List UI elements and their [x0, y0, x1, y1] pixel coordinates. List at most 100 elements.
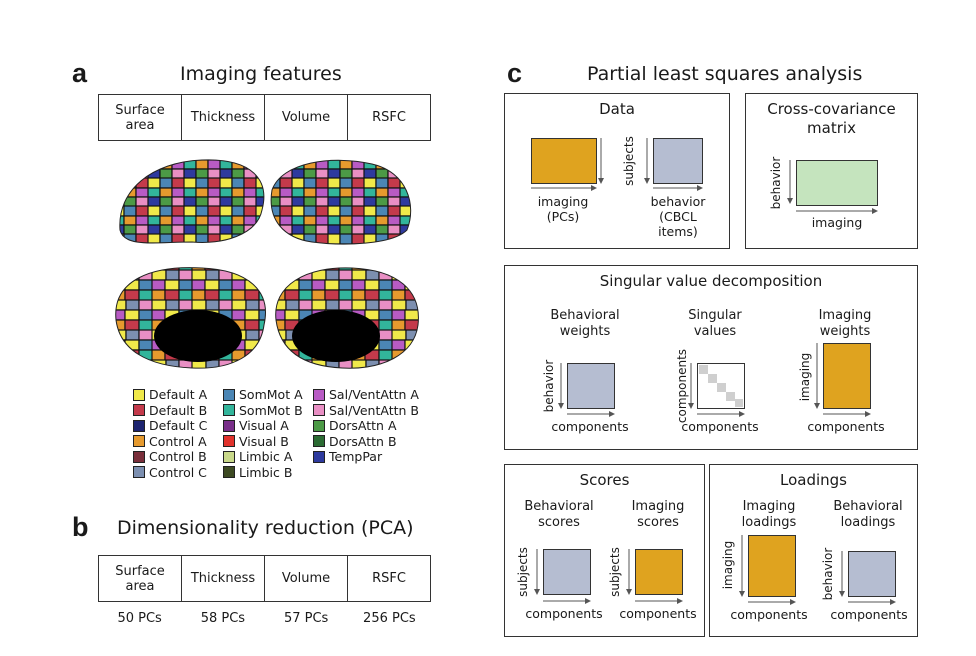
legend-label: SomMot A [239, 387, 303, 402]
imaging-loadings-matrix [748, 535, 796, 597]
panel-a-title: Imaging features [180, 63, 342, 85]
loadings-behavior-axis: behavior [821, 547, 835, 601]
imaging-scores-title: Imaging scores [631, 499, 685, 530]
legend-item: Visual A [223, 418, 289, 433]
panel-b-letter: b [72, 512, 89, 542]
legend-item: Sal/VentAttn B [313, 403, 419, 418]
legend-item: Sal/VentAttn A [313, 387, 419, 402]
legend-swatch [223, 435, 235, 447]
data-box-title: Data [599, 100, 635, 118]
loadings-components-label-1: components [730, 607, 808, 622]
pcs-thickness: 58 PCs [200, 611, 246, 626]
legend-item: Limbic B [223, 465, 292, 480]
data-box: Data subjects imaging (PCs) behavior (CB… [504, 93, 730, 249]
imaging-data-matrix [531, 138, 597, 184]
legend-item: Control B [133, 449, 207, 464]
legend-label: DorsAttn A [329, 418, 397, 433]
legend-swatch [133, 388, 145, 401]
behavior-data-matrix [653, 138, 703, 184]
svd-arrows [558, 343, 871, 417]
legend-swatch [133, 466, 145, 478]
panel-a-letter: a [72, 58, 88, 88]
brain-parcellation-image [115, 159, 419, 369]
legend-label: Control C [149, 464, 207, 480]
legend-swatch [223, 419, 235, 432]
singular-values-title: Singular values [688, 308, 742, 339]
cross-covariance-box: Cross-covariance matrix behavior imaging [745, 93, 918, 249]
legend-label: Limbic B [239, 464, 293, 480]
loadings-title: Loadings [780, 471, 847, 489]
scores-subjects-axis-1: subjects [516, 547, 530, 597]
pca-feature-surface-area: Surface area [99, 556, 182, 601]
scores-box: Scores Behavioral scores Imaging scores … [504, 464, 705, 637]
legend-swatch [313, 435, 325, 447]
imaging-pcs-label: imaging (PCs) [537, 194, 589, 224]
legend-label: Control A [149, 433, 207, 449]
legend-item: Default C [133, 418, 207, 433]
imaging-weights-title: Imaging weights [818, 308, 872, 339]
loadings-components-label-2: components [830, 607, 908, 622]
svd-behavior-axis: behavior [542, 359, 556, 413]
loadings-imaging-axis: imaging [721, 540, 735, 590]
legend-label: DorsAttn B [329, 433, 397, 449]
feature-surface-area: Surface area [99, 95, 182, 140]
panel-c-letter: c [507, 58, 523, 88]
pcs-volume: 57 PCs [283, 611, 329, 626]
svd-title: Singular value decomposition [599, 272, 823, 290]
scores-title: Scores [579, 471, 630, 489]
svd-components-label-2: components [681, 419, 759, 434]
scores-subjects-axis-2: subjects [608, 547, 622, 597]
legend-label: Default C [149, 418, 208, 433]
legend-item: Control C [133, 465, 207, 480]
behavioral-scores-matrix [543, 549, 591, 595]
scores-arrows [534, 549, 683, 604]
imaging-scores-matrix [635, 549, 683, 595]
legend-item: Default A [133, 387, 207, 402]
covariance-behavior-label: behavior [769, 156, 783, 210]
legend-swatch [133, 435, 145, 447]
legend-item: Default B [133, 403, 207, 418]
panel-c-title: Partial least squares analysis [587, 63, 863, 85]
legend-swatch [313, 419, 325, 432]
legend-swatch [223, 450, 235, 463]
legend-item: SomMot B [223, 403, 303, 418]
data-arrows [531, 138, 703, 191]
legend-label: Control B [149, 449, 207, 464]
pca-features-row: Surface area Thickness Volume RSFC [98, 555, 431, 602]
behavioral-weights-title: Behavioral weights [550, 308, 620, 339]
legend-label: Limbic A [239, 449, 293, 464]
pca-component-counts: 50 PCs 58 PCs 57 PCs 256 PCs [98, 611, 431, 626]
feature-rsfc: RSFC [372, 110, 406, 125]
svd-box: Singular value decomposition Behavioral … [504, 265, 918, 450]
legend-item: DorsAttn A [313, 418, 397, 433]
legend-item: Limbic A [223, 449, 292, 464]
pcs-rsfc: 256 PCs [363, 611, 416, 626]
legend-label: SomMot B [239, 402, 303, 418]
pca-feature-rsfc: RSFC [372, 571, 406, 586]
covariance-arrows [787, 160, 878, 214]
legend-label: Visual B [239, 433, 289, 449]
panel-b-title: Dimensionality reduction (PCA) [117, 517, 414, 539]
legend-item: Control A [133, 434, 207, 449]
imaging-features-row: Surface area Thickness Volume RSFC [98, 94, 431, 141]
legend-item: TempPar [313, 449, 382, 464]
legend-item: SomMot A [223, 387, 303, 402]
legend-swatch [313, 388, 325, 401]
subjects-label: subjects [622, 136, 636, 186]
legend-swatch [133, 450, 145, 463]
legend-swatch [223, 388, 235, 401]
singular-values-matrix [697, 363, 745, 409]
feature-thickness: Thickness [182, 95, 265, 140]
legend-label: TempPar [329, 449, 383, 464]
legend-label: Default B [149, 402, 208, 418]
imaging-loadings-title: Imaging loadings [741, 499, 797, 530]
legend-swatch [133, 404, 145, 416]
scores-components-label-2: components [619, 606, 697, 621]
pca-feature-volume: Volume [265, 556, 348, 601]
pcs-surface-area: 50 PCs [117, 611, 162, 626]
legend-label: Default A [149, 387, 208, 402]
pca-feature-thickness: Thickness [182, 556, 265, 601]
feature-volume: Volume [265, 95, 348, 140]
svd-components-label-1: components [551, 419, 629, 434]
